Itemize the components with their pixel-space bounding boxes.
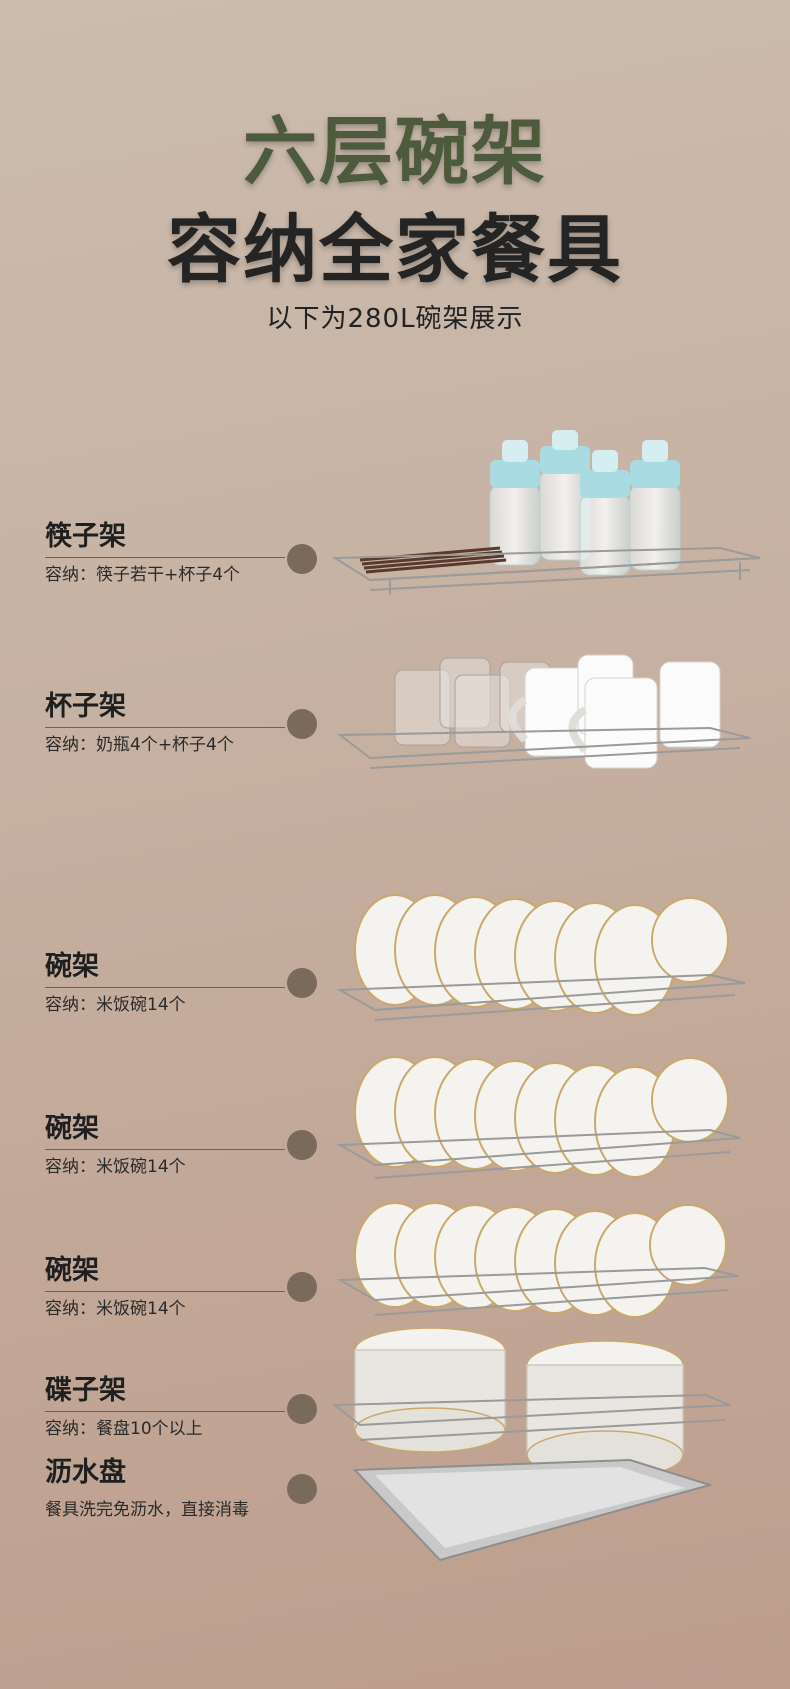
chopstick-rack-image bbox=[330, 430, 770, 610]
tier-name: 碗架 bbox=[45, 1112, 285, 1150]
marker-dot bbox=[287, 709, 317, 739]
wire-rack bbox=[331, 546, 761, 595]
tier-name: 沥水盘 bbox=[45, 1457, 126, 1488]
marker-dot bbox=[287, 1394, 317, 1424]
plate-rack-and-tray-image bbox=[330, 1320, 770, 1570]
tier-name: 碗架 bbox=[45, 950, 285, 988]
wire-rack bbox=[336, 973, 746, 1021]
chopsticks-icon bbox=[359, 546, 507, 574]
tier-capacity: 容纳：米饭碗14个 bbox=[45, 995, 186, 1015]
tier-name: 杯子架 bbox=[45, 690, 285, 728]
tier-label-bowl-rack-2: 碗架 容纳：米饭碗14个 bbox=[45, 1112, 315, 1178]
drip-tray-icon bbox=[352, 1458, 714, 1562]
hero-header: 六层碗架 容纳全家餐具 以下为280L碗架展示 bbox=[0, 0, 790, 360]
wire-rack bbox=[336, 1266, 739, 1316]
tier-name: 碟子架 bbox=[45, 1374, 285, 1412]
marker-dot bbox=[287, 544, 317, 574]
tier-name: 碗架 bbox=[45, 1254, 285, 1292]
wire-rack bbox=[337, 726, 751, 769]
tier-name: 筷子架 bbox=[45, 520, 285, 558]
rice-bowl-icon bbox=[354, 894, 729, 1016]
wire-rack bbox=[332, 1393, 731, 1441]
headline-line-1: 六层碗架 bbox=[243, 109, 547, 195]
tier-label-bowl-rack-1: 碗架 容纳：米饭碗14个 bbox=[45, 950, 315, 1016]
cup-rack-image bbox=[330, 650, 770, 790]
baby-bottle-icon bbox=[489, 430, 681, 576]
bowl-rack-image-2 bbox=[330, 1040, 770, 1190]
marker-dot bbox=[287, 1130, 317, 1160]
wire-rack bbox=[336, 1128, 741, 1179]
tier-label-cup-rack: 杯子架 容纳：奶瓶4个+杯子4个 bbox=[45, 690, 315, 756]
subtitle: 以下为280L碗架展示 bbox=[266, 304, 524, 334]
tier-capacity: 餐具洗完免沥水，直接消毒 bbox=[45, 1500, 249, 1520]
tier-capacity: 容纳：奶瓶4个+杯子4个 bbox=[45, 735, 234, 755]
tier-label-drip-tray: 沥水盘 餐具洗完免沥水，直接消毒 bbox=[45, 1456, 315, 1521]
tier-label-plate-rack: 碟子架 容纳：餐盘10个以上 bbox=[45, 1374, 315, 1440]
tier-capacity: 容纳：米饭碗14个 bbox=[45, 1299, 186, 1319]
tier-label-bowl-rack-3: 碗架 容纳：米饭碗14个 bbox=[45, 1254, 315, 1320]
marker-dot bbox=[287, 1272, 317, 1302]
bowl-rack-image-3 bbox=[330, 1190, 770, 1330]
marker-dot bbox=[287, 1474, 317, 1504]
tier-capacity: 容纳：米饭碗14个 bbox=[45, 1157, 186, 1177]
tier-label-chopstick-rack: 筷子架 容纳：筷子若干+杯子4个 bbox=[45, 520, 315, 586]
headline-line-2: 容纳全家餐具 bbox=[167, 207, 623, 293]
tier-capacity: 容纳：餐盘10个以上 bbox=[45, 1419, 203, 1439]
rice-bowl-icon bbox=[354, 1202, 727, 1318]
bowl-rack-image-1 bbox=[330, 880, 770, 1030]
marker-dot bbox=[287, 968, 317, 998]
rice-bowl-icon bbox=[354, 1056, 729, 1178]
tier-capacity: 容纳：筷子若干+杯子4个 bbox=[45, 565, 241, 585]
